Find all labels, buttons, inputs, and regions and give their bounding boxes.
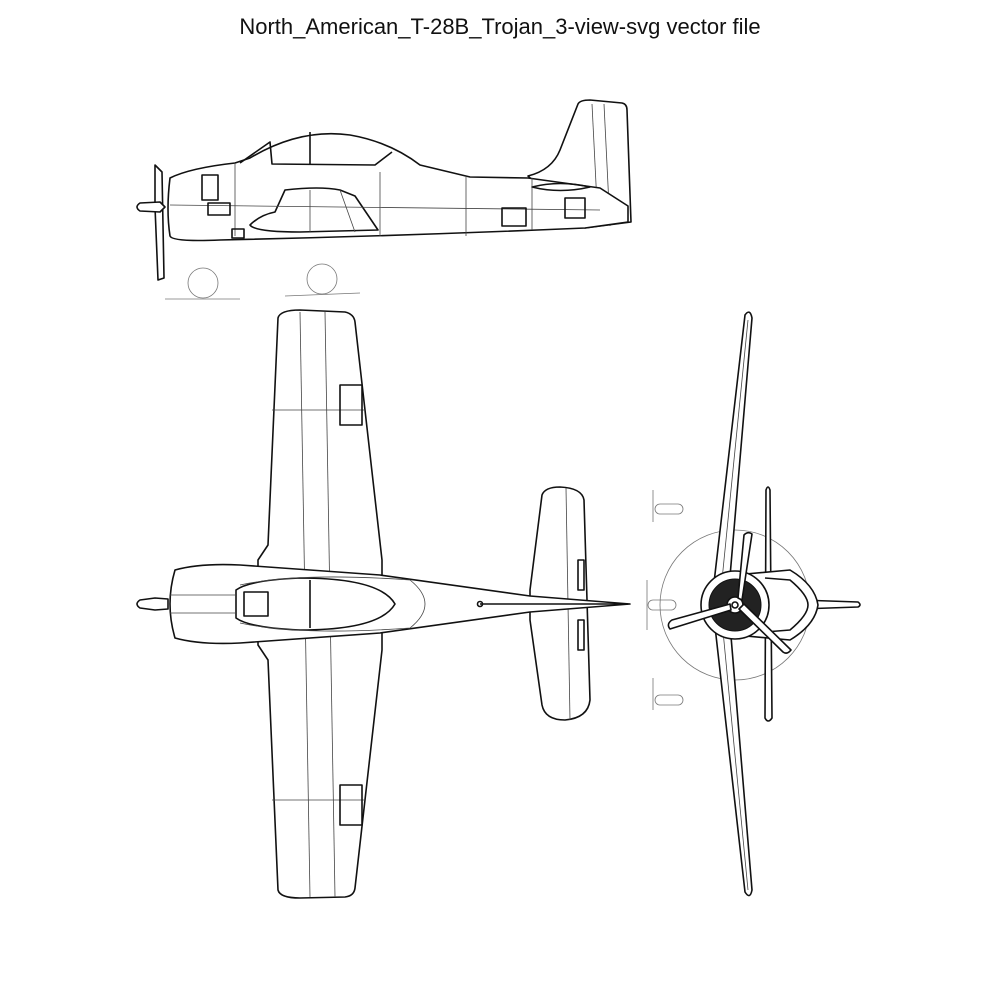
top-spinner [136, 597, 169, 611]
front-propeller-blade-3 [738, 603, 792, 654]
side-nose-wheel [187, 267, 219, 299]
side-fuselage [167, 132, 629, 242]
ground-markers [646, 490, 684, 710]
front-propeller-blade-2 [667, 603, 732, 630]
front-propeller-blade-1 [737, 531, 753, 601]
side-wing-root [249, 187, 379, 233]
top-fuselage [169, 563, 631, 645]
side-spinner [136, 201, 166, 213]
title: North_American_T-28B_Trojan_3-view-svg v… [239, 14, 761, 39]
front-view [646, 311, 861, 897]
side-main-wheel [306, 263, 338, 295]
side-canopy [239, 141, 393, 166]
side-view [136, 99, 632, 300]
top-view [136, 309, 631, 899]
side-propeller [154, 164, 165, 281]
